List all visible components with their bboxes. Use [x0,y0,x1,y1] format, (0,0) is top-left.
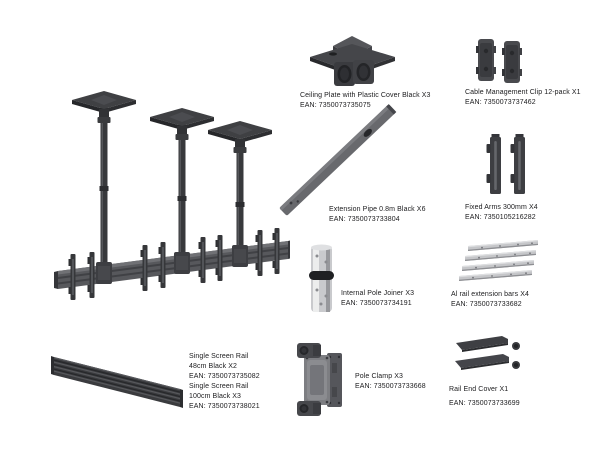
pole-clamp-image [296,341,348,424]
assembly-poles [99,108,245,268]
ceiling-mount-assembly-drawing [54,91,292,300]
rail-extension-bars-image [456,238,551,295]
part-ean: EAN: 7350073738021 [189,403,260,410]
rail-end-cover-image [452,334,530,383]
part-ean: EAN: 7350073737462 [465,99,536,106]
single-screen-rail-image [48,348,188,415]
part-ean: EAN: 7350073735082 [189,373,260,380]
part-label-ceiling-plate: Ceiling Plate with Plastic Cover Black X… [300,91,431,111]
part-ean: EAN: 7350073733668 [355,383,426,390]
part-label-rail-end-cover: Rail End Cover X1 EAN: 7350073733699 [449,385,520,409]
part-label-cable-clip: Cable Management Clip 12-pack X1 EAN: 73… [465,88,581,108]
part-label-pole-clamp: Pole Clamp X3 EAN: 7350073733668 [355,372,426,392]
assembly-rail [54,240,292,289]
part-label-rail-100: Single Screen Rail 100cm Black X3 EAN: 7… [189,382,260,412]
part-variant: 48cm Black X2 [189,363,237,370]
ceiling-mount-assembly-image [28,82,292,325]
cable-management-clip-image [474,36,534,91]
part-ean: EAN: 7350073734191 [341,300,412,307]
part-label-fixed-arms: Fixed Arms 300mm X4 EAN: 7350105216282 [465,203,538,223]
part-ean: EAN: 7350105216282 [465,214,536,221]
part-ean: EAN: 7350073733699 [449,400,520,407]
part-name: Al rail extension bars X4 [451,291,529,298]
part-name: Pole Clamp X3 [355,373,403,380]
part-label-rail-48: Single Screen Rail 48cm Black X2 EAN: 73… [189,352,260,382]
assembly-ceiling-plates [72,91,272,153]
part-label-rail-extension-bars: Al rail extension bars X4 EAN: 735007373… [451,290,529,310]
part-name: Single Screen Rail [189,353,249,360]
ceiling-plate-image [305,30,400,93]
extension-pipe-image [276,100,398,223]
part-name: Single Screen Rail [189,383,249,390]
fixed-arms-image [480,132,538,207]
part-ean: EAN: 7350073733682 [451,301,522,308]
assembly-screen-arms [68,228,280,300]
part-name: Cable Management Clip 12-pack X1 [465,89,581,96]
part-name: Ceiling Plate with Plastic Cover Black X… [300,92,431,99]
part-ean: EAN: 7350073733804 [329,216,400,223]
part-label-pole-joiner: Internal Pole Joiner X3 EAN: 73500737341… [341,289,414,309]
assembly-pole-clamps [96,245,248,284]
internal-pole-joiner-image [306,242,336,321]
part-label-extension-pipe: Extension Pipe 0.8m Black X6 EAN: 735007… [329,205,426,225]
part-ean: EAN: 7350073735075 [300,102,371,109]
part-name: Extension Pipe 0.8m Black X6 [329,206,426,213]
part-variant: 100cm Black X3 [189,393,241,400]
part-name: Rail End Cover X1 [449,386,509,393]
part-name: Fixed Arms 300mm X4 [465,204,538,211]
part-name: Internal Pole Joiner X3 [341,290,415,297]
